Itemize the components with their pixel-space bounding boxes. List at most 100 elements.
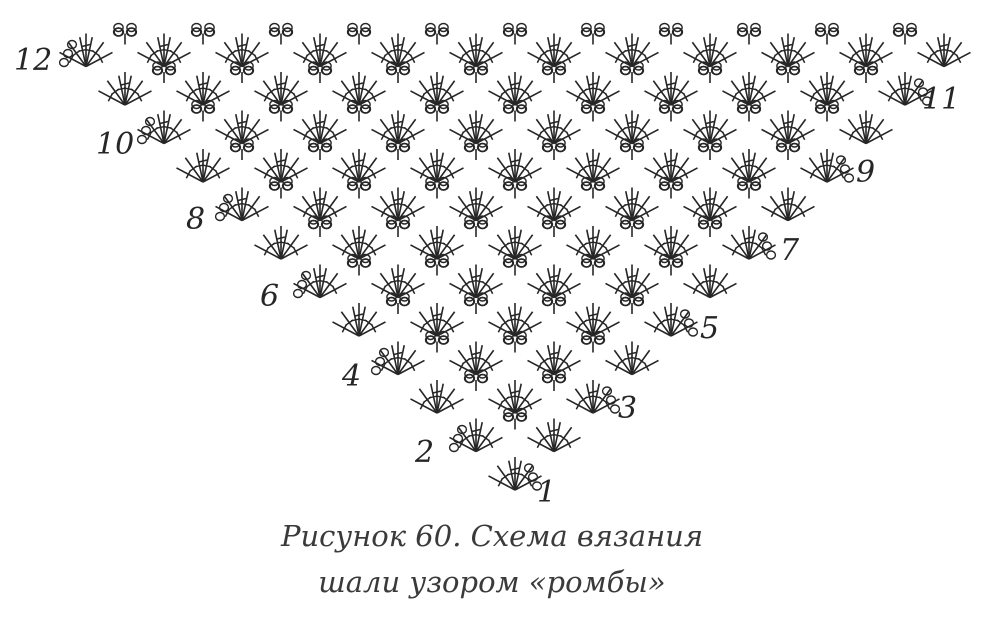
turning-chain bbox=[370, 347, 390, 376]
fan-symbol bbox=[332, 72, 386, 106]
chain-arc bbox=[463, 138, 476, 153]
fan-symbol bbox=[410, 303, 464, 337]
chain-arc bbox=[593, 330, 606, 345]
chain-arc bbox=[190, 22, 203, 37]
chain-arc bbox=[476, 215, 489, 230]
chain-arc bbox=[515, 99, 528, 114]
chain-arc bbox=[775, 138, 788, 153]
chart-row-9 bbox=[176, 138, 855, 183]
fan-symbol bbox=[488, 380, 542, 414]
fan-symbol bbox=[371, 110, 425, 145]
fan-symbol bbox=[449, 33, 503, 68]
fan-symbol bbox=[644, 72, 698, 106]
fan-symbol bbox=[566, 303, 620, 337]
chain-arc bbox=[437, 99, 450, 114]
chain-arc bbox=[320, 138, 333, 153]
chart-row-8 bbox=[214, 176, 815, 222]
turning-chain bbox=[214, 193, 234, 222]
fan-symbol bbox=[761, 110, 815, 145]
chain-arc bbox=[424, 22, 437, 37]
fan-symbol bbox=[371, 33, 425, 68]
fan-symbol bbox=[215, 110, 269, 145]
row-number-3: 3 bbox=[618, 391, 638, 426]
chain-arc bbox=[281, 22, 294, 37]
chain-arc bbox=[554, 61, 567, 76]
chart-row-7 bbox=[254, 215, 777, 260]
fan-symbol bbox=[449, 110, 503, 145]
turning-chain bbox=[913, 78, 933, 106]
fan-symbol bbox=[527, 264, 581, 299]
row-number-5: 5 bbox=[700, 311, 720, 346]
chain-arc bbox=[346, 22, 359, 37]
fan-symbol bbox=[761, 33, 815, 68]
fan-symbol bbox=[488, 226, 542, 260]
figure-caption-line-1: Рисунок 60. Схема вязания bbox=[280, 519, 704, 553]
turning-chain bbox=[757, 232, 777, 260]
chart-row-4 bbox=[370, 330, 659, 376]
fan-symbol bbox=[917, 33, 971, 68]
fan-symbol bbox=[488, 149, 542, 183]
chain-arc bbox=[580, 330, 593, 345]
fan-symbol bbox=[410, 226, 464, 260]
fan-symbol bbox=[410, 149, 464, 183]
fan-symbol bbox=[605, 341, 659, 376]
chain-arc bbox=[892, 22, 905, 37]
fan-symbol bbox=[293, 33, 347, 68]
fan-symbol bbox=[566, 72, 620, 106]
fan-symbol bbox=[527, 418, 581, 453]
row-number-8: 8 bbox=[186, 202, 206, 237]
figure-caption-line-2: шали узором «ромбы» bbox=[318, 565, 666, 599]
chain-arc bbox=[346, 176, 359, 191]
chain-arc bbox=[437, 22, 450, 37]
row-number-11: 11 bbox=[922, 82, 961, 117]
chart-row-1 bbox=[488, 457, 543, 491]
chain-arc bbox=[749, 22, 762, 37]
fan-symbol bbox=[878, 72, 932, 106]
turning-chain bbox=[679, 309, 699, 337]
row-number-7: 7 bbox=[780, 233, 800, 268]
fan-symbol bbox=[332, 149, 386, 183]
fan-symbol bbox=[527, 110, 581, 145]
fan-symbol bbox=[800, 72, 854, 106]
fan-symbol bbox=[566, 226, 620, 260]
chain-arc bbox=[736, 22, 749, 37]
fan-symbol bbox=[371, 341, 425, 376]
chain-arc bbox=[541, 292, 554, 307]
turning-chain bbox=[835, 155, 855, 183]
fan-symbol bbox=[683, 264, 737, 299]
chain-arc bbox=[320, 215, 333, 230]
turning-chain bbox=[292, 270, 312, 299]
fan-symbol bbox=[644, 226, 698, 260]
fan-symbol bbox=[176, 149, 230, 183]
row-number-4: 4 bbox=[342, 359, 362, 394]
chain-arc bbox=[125, 22, 138, 37]
fan-symbol bbox=[488, 457, 542, 491]
fan-symbol bbox=[761, 187, 815, 222]
fan-symbol bbox=[722, 72, 776, 106]
fan-symbol bbox=[215, 33, 269, 68]
fan-symbol bbox=[683, 110, 737, 145]
fan-symbol bbox=[605, 264, 659, 299]
chart-row-2 bbox=[448, 407, 581, 453]
fan-symbol bbox=[254, 149, 308, 183]
chain-arc bbox=[580, 176, 593, 191]
fan-symbol bbox=[449, 187, 503, 222]
turning-chain bbox=[601, 386, 621, 414]
fan-symbol bbox=[410, 380, 464, 414]
fan-symbol bbox=[293, 264, 347, 299]
turning-chain bbox=[448, 424, 468, 453]
chain-arc bbox=[112, 22, 125, 37]
fan-symbol bbox=[683, 33, 737, 68]
chain-arc bbox=[580, 22, 593, 37]
fan-symbol bbox=[254, 226, 308, 260]
fan-symbol bbox=[527, 187, 581, 222]
fan-symbol bbox=[332, 226, 386, 260]
fan-symbol bbox=[293, 187, 347, 222]
fan-symbol bbox=[605, 110, 659, 145]
fan-symbol bbox=[566, 149, 620, 183]
chain-arc bbox=[307, 138, 320, 153]
fan-symbol bbox=[449, 341, 503, 376]
chain-arc bbox=[476, 292, 489, 307]
